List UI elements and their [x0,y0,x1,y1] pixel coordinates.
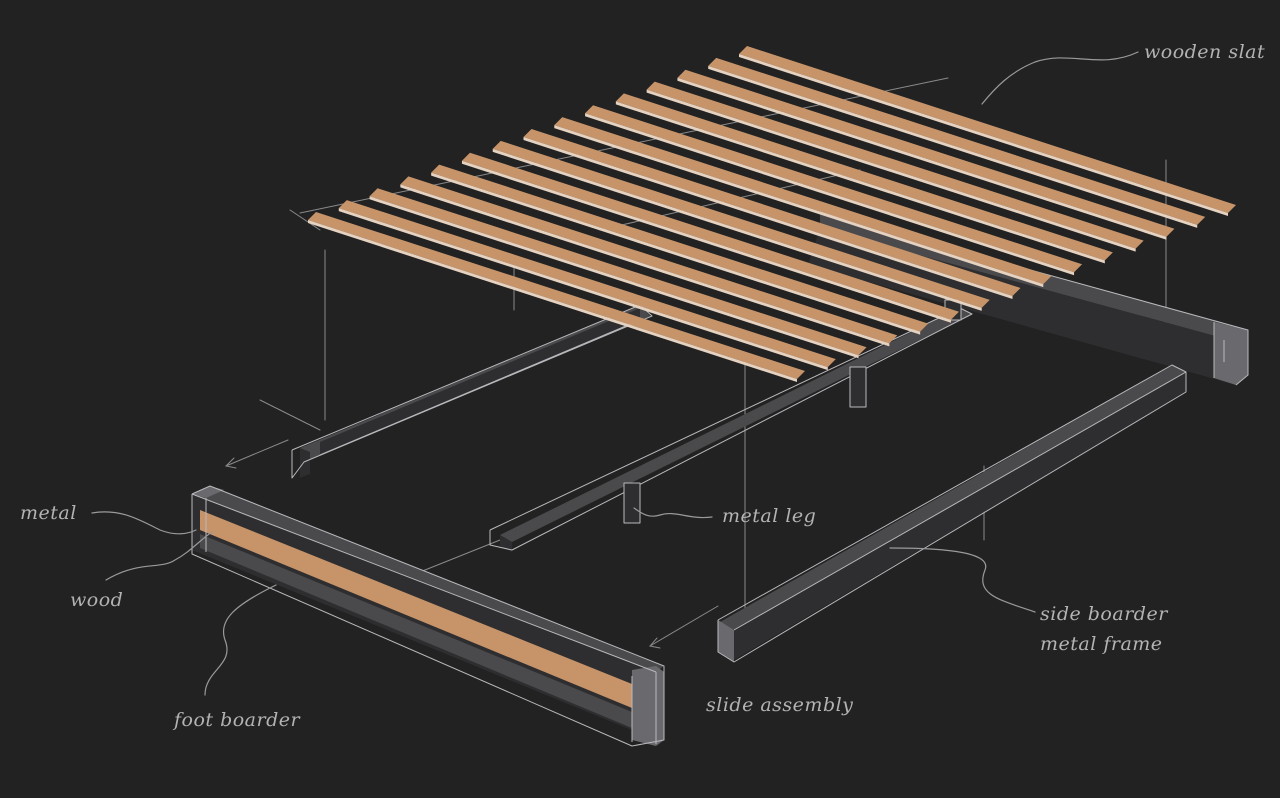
wooden-slats [308,46,1236,382]
leader-side-boarder [889,547,1036,613]
foot-boarder [191,485,665,747]
wooden-slat-edge [338,208,828,371]
wooden-slat-edge [308,220,797,382]
wooden-slat [523,129,1021,296]
leader-lines [91,51,1139,696]
wooden-slat-edge [739,54,1228,216]
wooden-slat [615,93,1113,261]
wooden-slat-edge [585,113,1075,276]
wooden-slat [400,176,898,344]
wooden-slat [708,57,1206,225]
wooden-slat [677,69,1175,237]
wooden-slat-edge [677,77,1167,240]
wooden-slat [461,152,959,320]
label-slide-assembly: slide assembly [706,694,853,716]
wooden-slat-edge [400,184,890,347]
wooden-slat-edge [369,196,859,359]
wooden-slat-edge [646,89,1136,252]
wooden-slat-edge [492,148,982,311]
wooden-slat [308,212,805,379]
label-metal: metal [20,502,77,524]
wooden-slat-edge [431,172,921,335]
wooden-slat-edge [554,125,1044,288]
label-side-boarder-line1: side boarder [1040,603,1169,625]
side-boarder-metal-frame [717,364,1187,663]
wooden-slat-edge [708,65,1198,228]
wooden-slat [585,105,1083,273]
label-wood: wood [70,589,123,611]
leader-wooden-slat [981,51,1139,105]
wooden-slat-edge [523,137,1013,299]
wooden-slat [554,117,1052,285]
leader-wood [105,531,213,581]
label-foot-boarder: foot boarder [172,709,302,731]
labels: wooden slat metal wood foot boarder meta… [20,41,1265,731]
label-side-boarder-line2: metal frame [1040,633,1163,655]
label-wooden-slat: wooden slat [1144,41,1265,63]
label-metal-leg: metal leg [722,505,816,527]
side-rail-left [291,304,653,479]
wooden-slat [369,188,867,356]
metal-legs [623,299,962,524]
leader-metal-leg [633,507,713,519]
wooden-slat [338,200,836,368]
wooden-slat [739,46,1236,213]
leader-metal [91,511,197,535]
wooden-slat-edge [461,160,951,323]
wooden-slat-edge [615,101,1105,264]
leader-foot-boarder [204,584,277,696]
wooden-slat [431,164,929,332]
wooden-slat [646,81,1144,249]
wooden-slat [492,140,990,308]
